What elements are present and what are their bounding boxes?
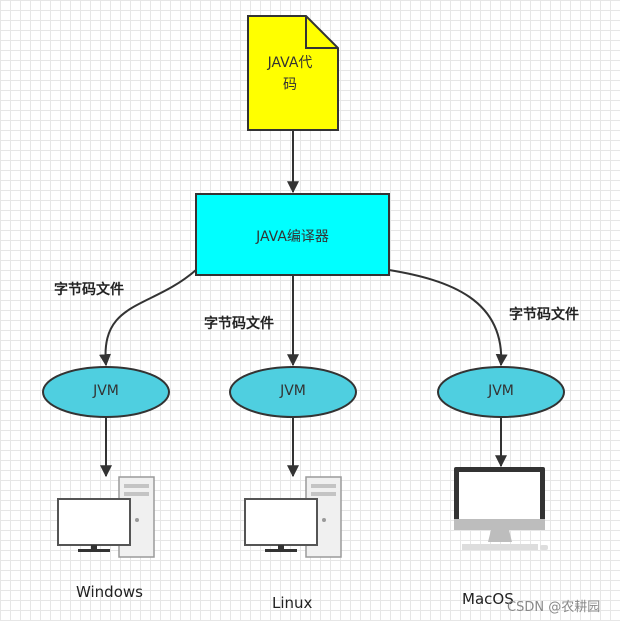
java-compiler-label: JAVA编译器 — [256, 229, 329, 245]
edge-compiler-to-jvm-macos — [388, 269, 508, 367]
jvm-label-linux: JVM — [280, 383, 306, 399]
java-source-document — [247, 15, 339, 131]
platform-label-windows: Windows — [76, 583, 143, 601]
jvm-label-macos: JVM — [488, 383, 514, 399]
java-source-label: JAVA代 码 — [248, 52, 332, 96]
document-fold — [305, 16, 338, 49]
desktop-tower-icon — [244, 476, 342, 558]
edge-label-linux: 字节码文件 — [204, 316, 274, 332]
edge-label-windows: 字节码文件 — [54, 282, 124, 298]
edge-label-macos: 字节码文件 — [509, 307, 579, 323]
jvm-label-windows: JVM — [93, 383, 119, 399]
desktop-tower-icon — [57, 476, 155, 558]
java-source-label-line1: JAVA代 — [267, 55, 313, 71]
imac-icon — [454, 467, 548, 550]
watermark: CSDN @农耕园 — [507, 600, 601, 615]
java-compiler-box — [195, 193, 390, 276]
java-source-label-line2: 码 — [283, 77, 297, 93]
platform-label-linux: Linux — [272, 594, 313, 612]
edge-compiler-to-jvm-windows — [99, 269, 197, 367]
platform-label-macos: MacOS — [462, 590, 514, 608]
